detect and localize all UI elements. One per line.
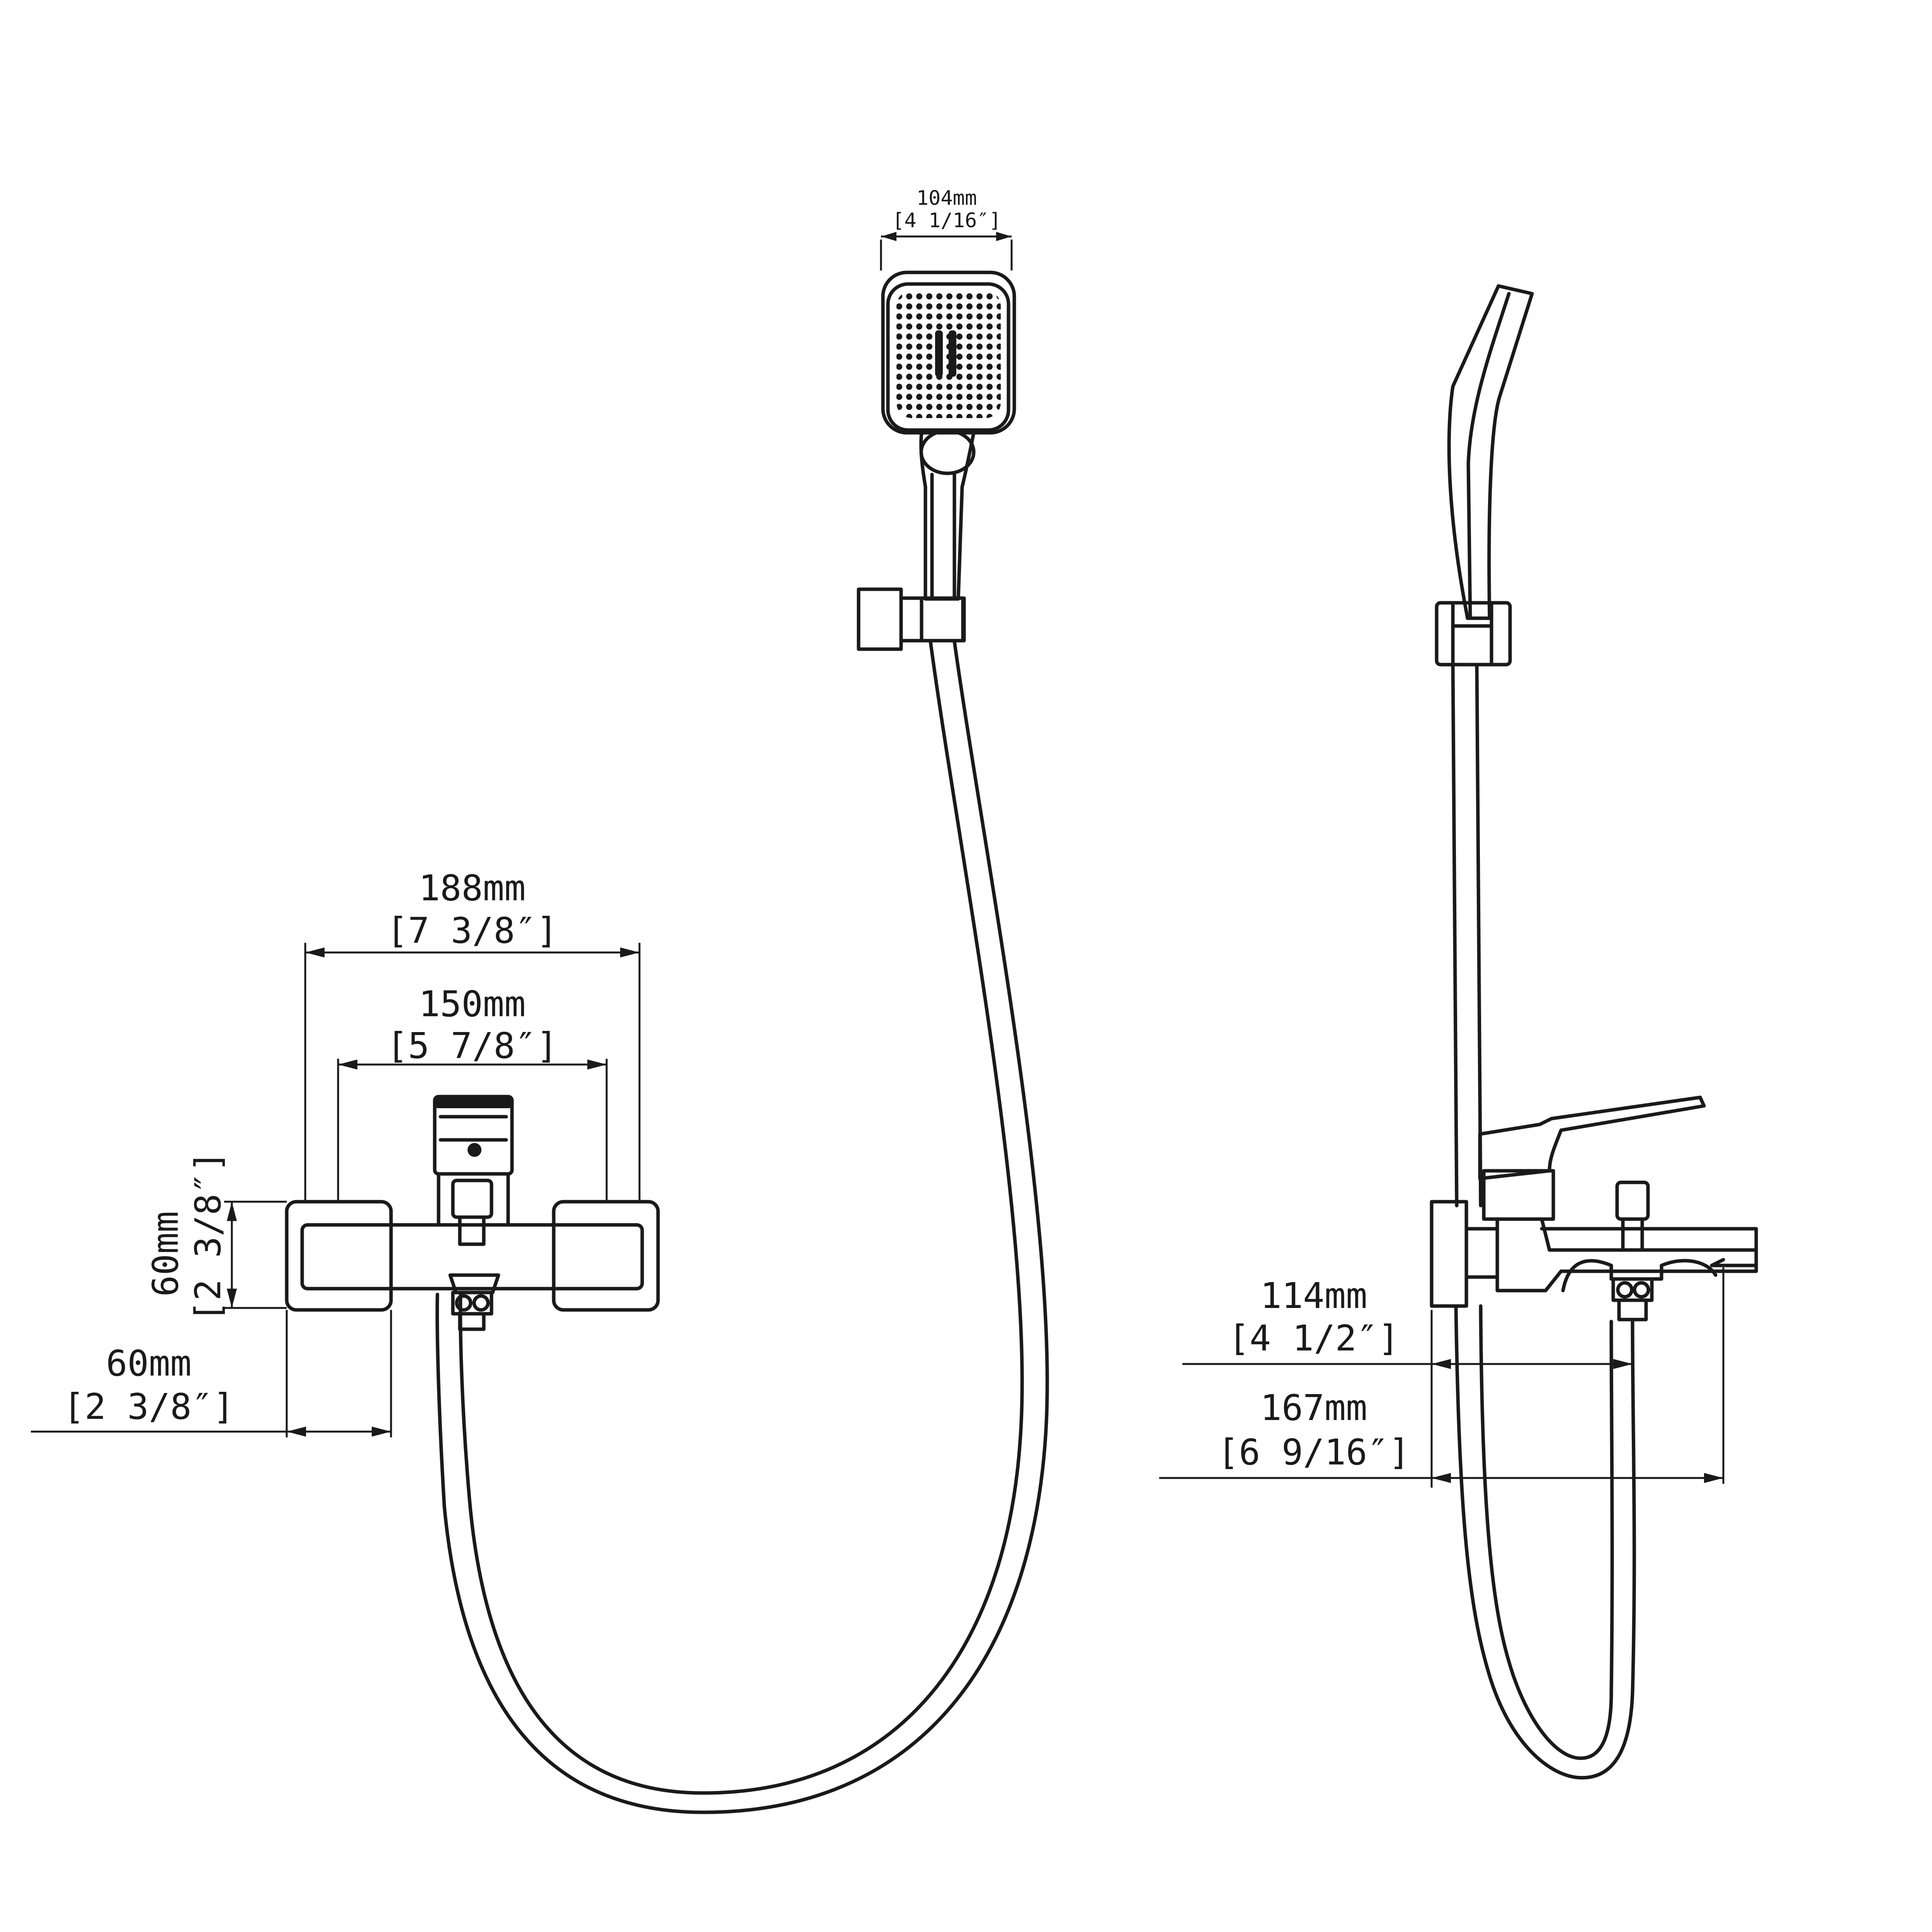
holder-bracket [857,587,903,651]
dim-overall-width-mm: 188mm [419,867,526,909]
lever-side [1478,1095,1706,1180]
dim-head-width-inch: [4 1/16″] [892,209,1001,232]
dim-end-mm: 60mm [106,1343,192,1384]
dim-head-width: 104mm [4 1/16″] [880,187,1013,270]
dim-body-height: 60mm [2 3/8″] [145,1151,287,1322]
dim-overall-width: 188mm [7 3/8″] [304,867,641,1202]
spout [1540,1227,1758,1254]
side-view [1430,284,1758,1321]
hose-side [1454,1304,1636,1780]
dim-wall-to-outlet: 114mm [4 1/2″] [1182,1275,1634,1488]
hand-shower-side [1447,284,1534,620]
dim-cc-inch: [5 7/8″] [386,1025,558,1066]
hose-front [459,639,1024,1795]
dim-head-width-mm: 104mm [917,187,977,210]
holder-side [1435,601,1512,667]
dim-outlet-inch: [4 1/2″] [1228,1318,1399,1359]
hand-shower-front [857,270,1016,651]
dim-end-inch: [2 3/8″] [63,1386,234,1427]
shower-handle [919,431,976,601]
indicator-dot [468,1143,481,1157]
dim-outlet-mm: 114mm [1260,1275,1367,1316]
wall-flange-side [1430,1200,1468,1308]
dim-spout-mm: 167mm [1260,1387,1367,1429]
body-bar [300,1223,644,1291]
dim-height-inch: [2 3/8″] [187,1151,229,1322]
shower-head-face [881,270,1016,435]
dim-overall-width-inch: [7 3/8″] [386,910,558,951]
dim-end-block: 60mm [2 3/8″] [31,1310,392,1437]
diverter-knob [451,1179,493,1219]
dim-center-to-center: 150mm [5 7/8″] [337,983,608,1202]
dim-cc-mm: 150mm [419,983,526,1025]
mixer-body-front [285,1095,660,1331]
dim-spout-projection: 167mm [6 9/16″] [1159,1267,1725,1484]
dim-height-mm: 60mm [145,1211,186,1297]
dim-spout-inch: [6 9/16″] [1218,1432,1410,1473]
diverter-knob-side [1615,1180,1650,1221]
